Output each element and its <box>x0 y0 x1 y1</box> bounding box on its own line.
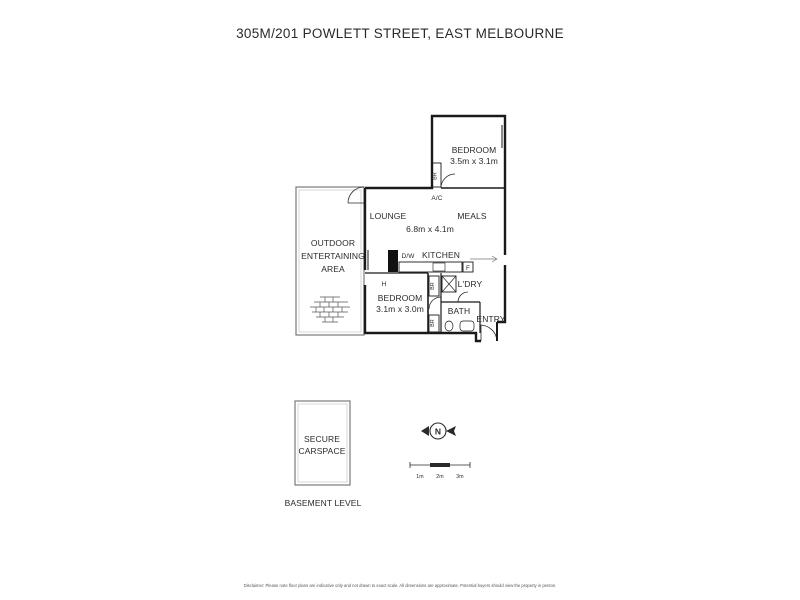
meals-label: MEALS <box>457 211 487 221</box>
bathroom: BATH BR <box>428 302 481 333</box>
living-size: 6.8m x 4.1m <box>406 224 454 234</box>
outdoor-label-2: ENTERTAINING <box>301 251 365 261</box>
north-compass-icon: N <box>421 422 456 440</box>
bedroom-2-size: 3.1m x 3.0m <box>376 304 424 314</box>
disclaimer: Disclaimer: Please note floor plans are … <box>244 583 557 588</box>
bath-label: BATH <box>448 306 470 316</box>
balcony-door <box>347 186 365 204</box>
sliding-door <box>364 248 369 270</box>
apartment-outline <box>363 114 507 343</box>
page-title: 305M/201 POWLETT STREET, EAST MELBOURNE <box>236 26 564 41</box>
fridge-label: F <box>466 265 470 272</box>
lounge-label: LOUNGE <box>370 211 407 221</box>
outdoor-label-1: OUTDOOR <box>311 238 355 248</box>
entry-label: ENTRY <box>476 314 505 324</box>
laundry: L'DRY <box>440 273 483 333</box>
outdoor-area: OUTDOOR ENTERTAINING AREA <box>295 186 365 336</box>
heater-label: H <box>382 281 387 288</box>
robe-label-top: BR <box>433 172 439 180</box>
bedroom-1-size: 3.5m x 3.1m <box>450 156 498 166</box>
compass-letter: N <box>435 427 441 437</box>
dw-label: D/W <box>402 253 416 260</box>
scale-2m: 2m <box>436 474 443 480</box>
basement-level-label: BASEMENT LEVEL <box>285 498 362 508</box>
bedroom-1: BR BEDROOM 3.5m x 3.1m <box>431 125 505 189</box>
bedroom-2: H BEDROOM 3.1m x 3.0m BR <box>376 273 442 333</box>
scale-1m: 1m <box>416 474 423 480</box>
robe-label-mid: BR <box>430 282 436 290</box>
laundry-label: L'DRY <box>458 279 483 289</box>
carspace-label-2: CARSPACE <box>299 446 346 456</box>
robe-label-bottom: BR <box>430 319 436 327</box>
basin <box>459 320 475 332</box>
bedroom-2-name: BEDROOM <box>378 293 423 303</box>
outdoor-label-3: AREA <box>321 264 345 274</box>
scale-bar: 1m 2m 3m <box>409 462 471 480</box>
kitchen: D/W KITCHEN F <box>388 250 498 273</box>
carspace-label-1: SECURE <box>304 434 340 444</box>
toilet <box>444 320 454 332</box>
entry-door <box>480 324 498 342</box>
scale-3m: 3m <box>456 474 463 480</box>
bedroom-1-name: BEDROOM <box>452 145 497 155</box>
paving-symbol <box>310 296 350 323</box>
ac-label: A/C <box>431 195 442 202</box>
laundry-door <box>457 291 469 303</box>
kitchen-label: KITCHEN <box>422 250 460 260</box>
bedroom-1-door <box>440 173 456 189</box>
carspace: SECURE CARSPACE BASEMENT LEVEL <box>285 400 362 508</box>
bedroom-2-door <box>428 296 442 310</box>
fireplace-block <box>388 250 398 272</box>
